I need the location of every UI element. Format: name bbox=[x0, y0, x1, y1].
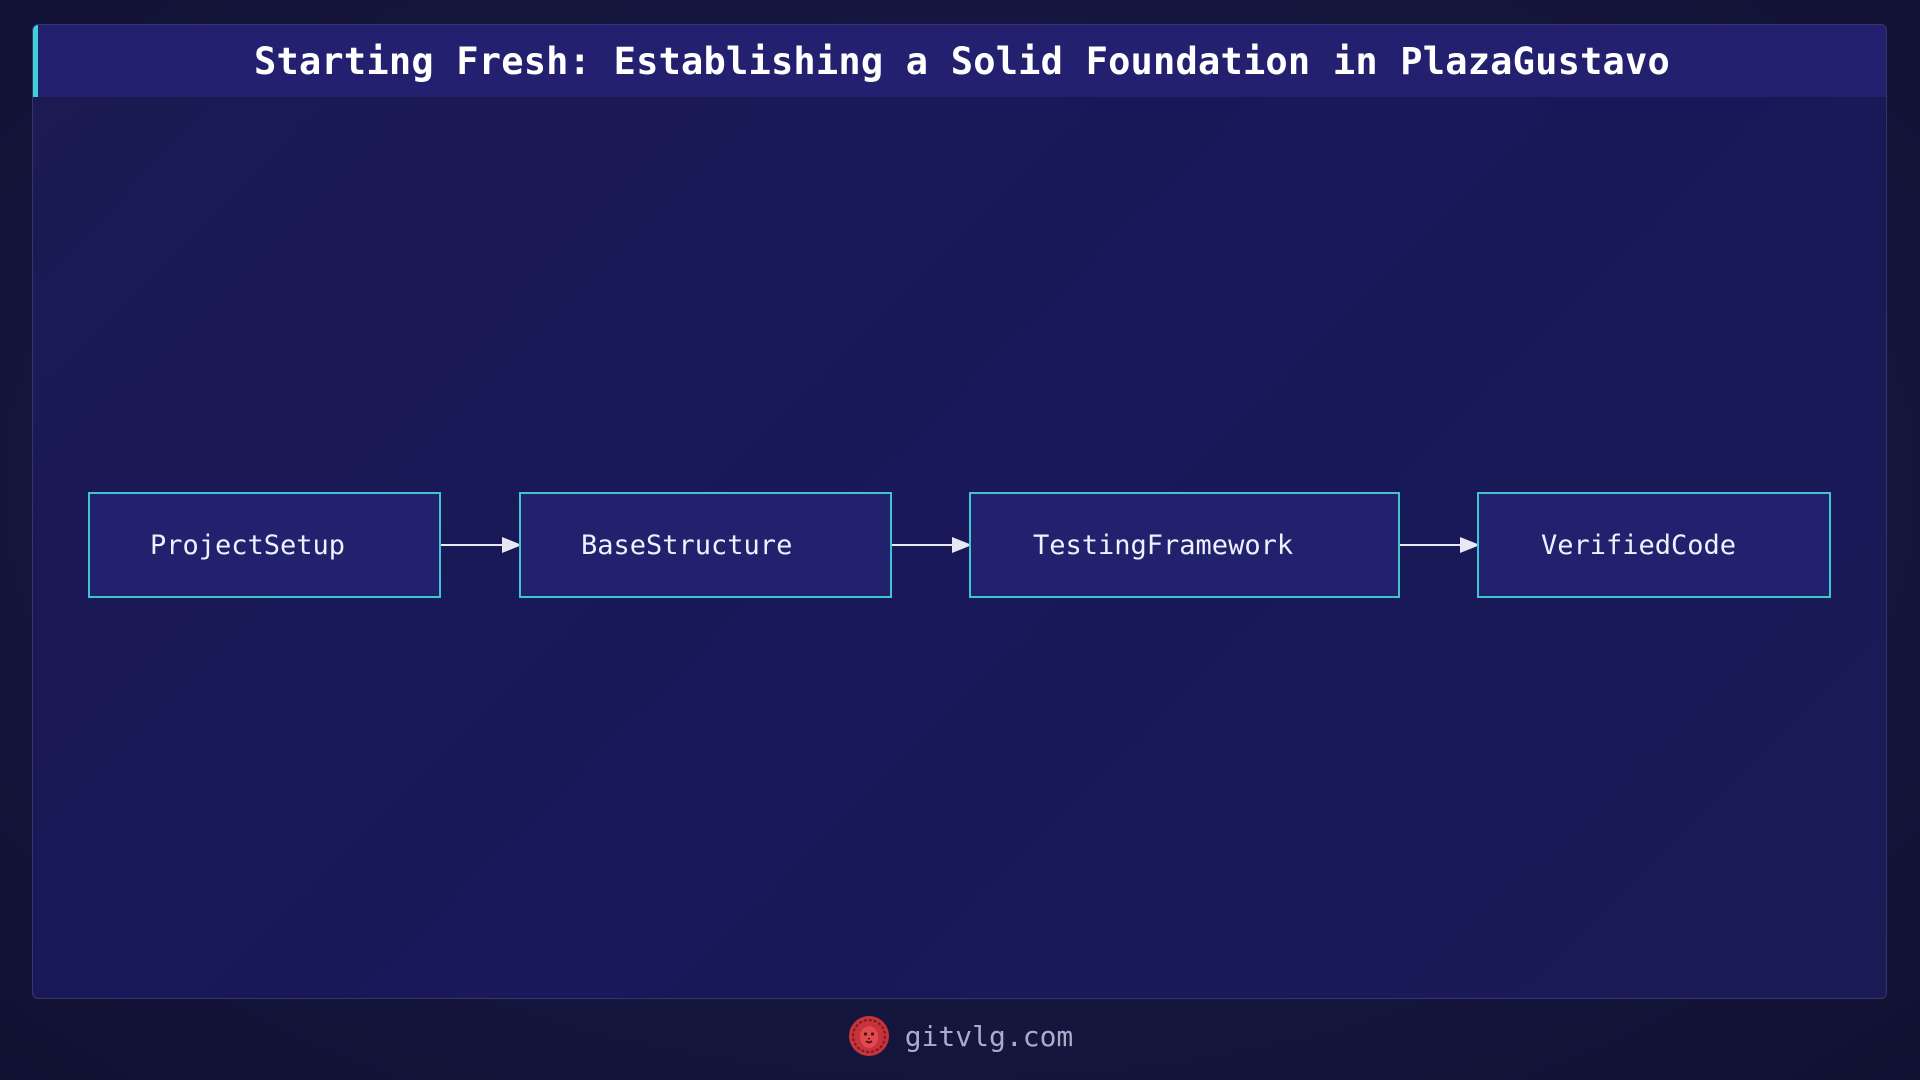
title-bar: Starting Fresh: Establishing a Solid Fou… bbox=[33, 25, 1886, 97]
node-label: VerifiedCode bbox=[1541, 529, 1737, 561]
node-verifiedcode: VerifiedCode bbox=[1477, 492, 1831, 598]
node-projectsetup: ProjectSetup bbox=[88, 492, 441, 598]
node-label: TestingFramework bbox=[1033, 529, 1294, 561]
node-label: ProjectSetup bbox=[150, 529, 346, 561]
diagram-title: Starting Fresh: Establishing a Solid Fou… bbox=[254, 39, 1670, 83]
footer: gitvlg.com bbox=[0, 1008, 1920, 1064]
lion-head-icon bbox=[848, 1016, 889, 1056]
node-label: BaseStructure bbox=[581, 529, 793, 561]
footer-link[interactable]: gitvlg.com bbox=[904, 1019, 1074, 1053]
node-basestructure: BaseStructure bbox=[519, 492, 892, 598]
node-testingframework: TestingFramework bbox=[969, 492, 1400, 598]
